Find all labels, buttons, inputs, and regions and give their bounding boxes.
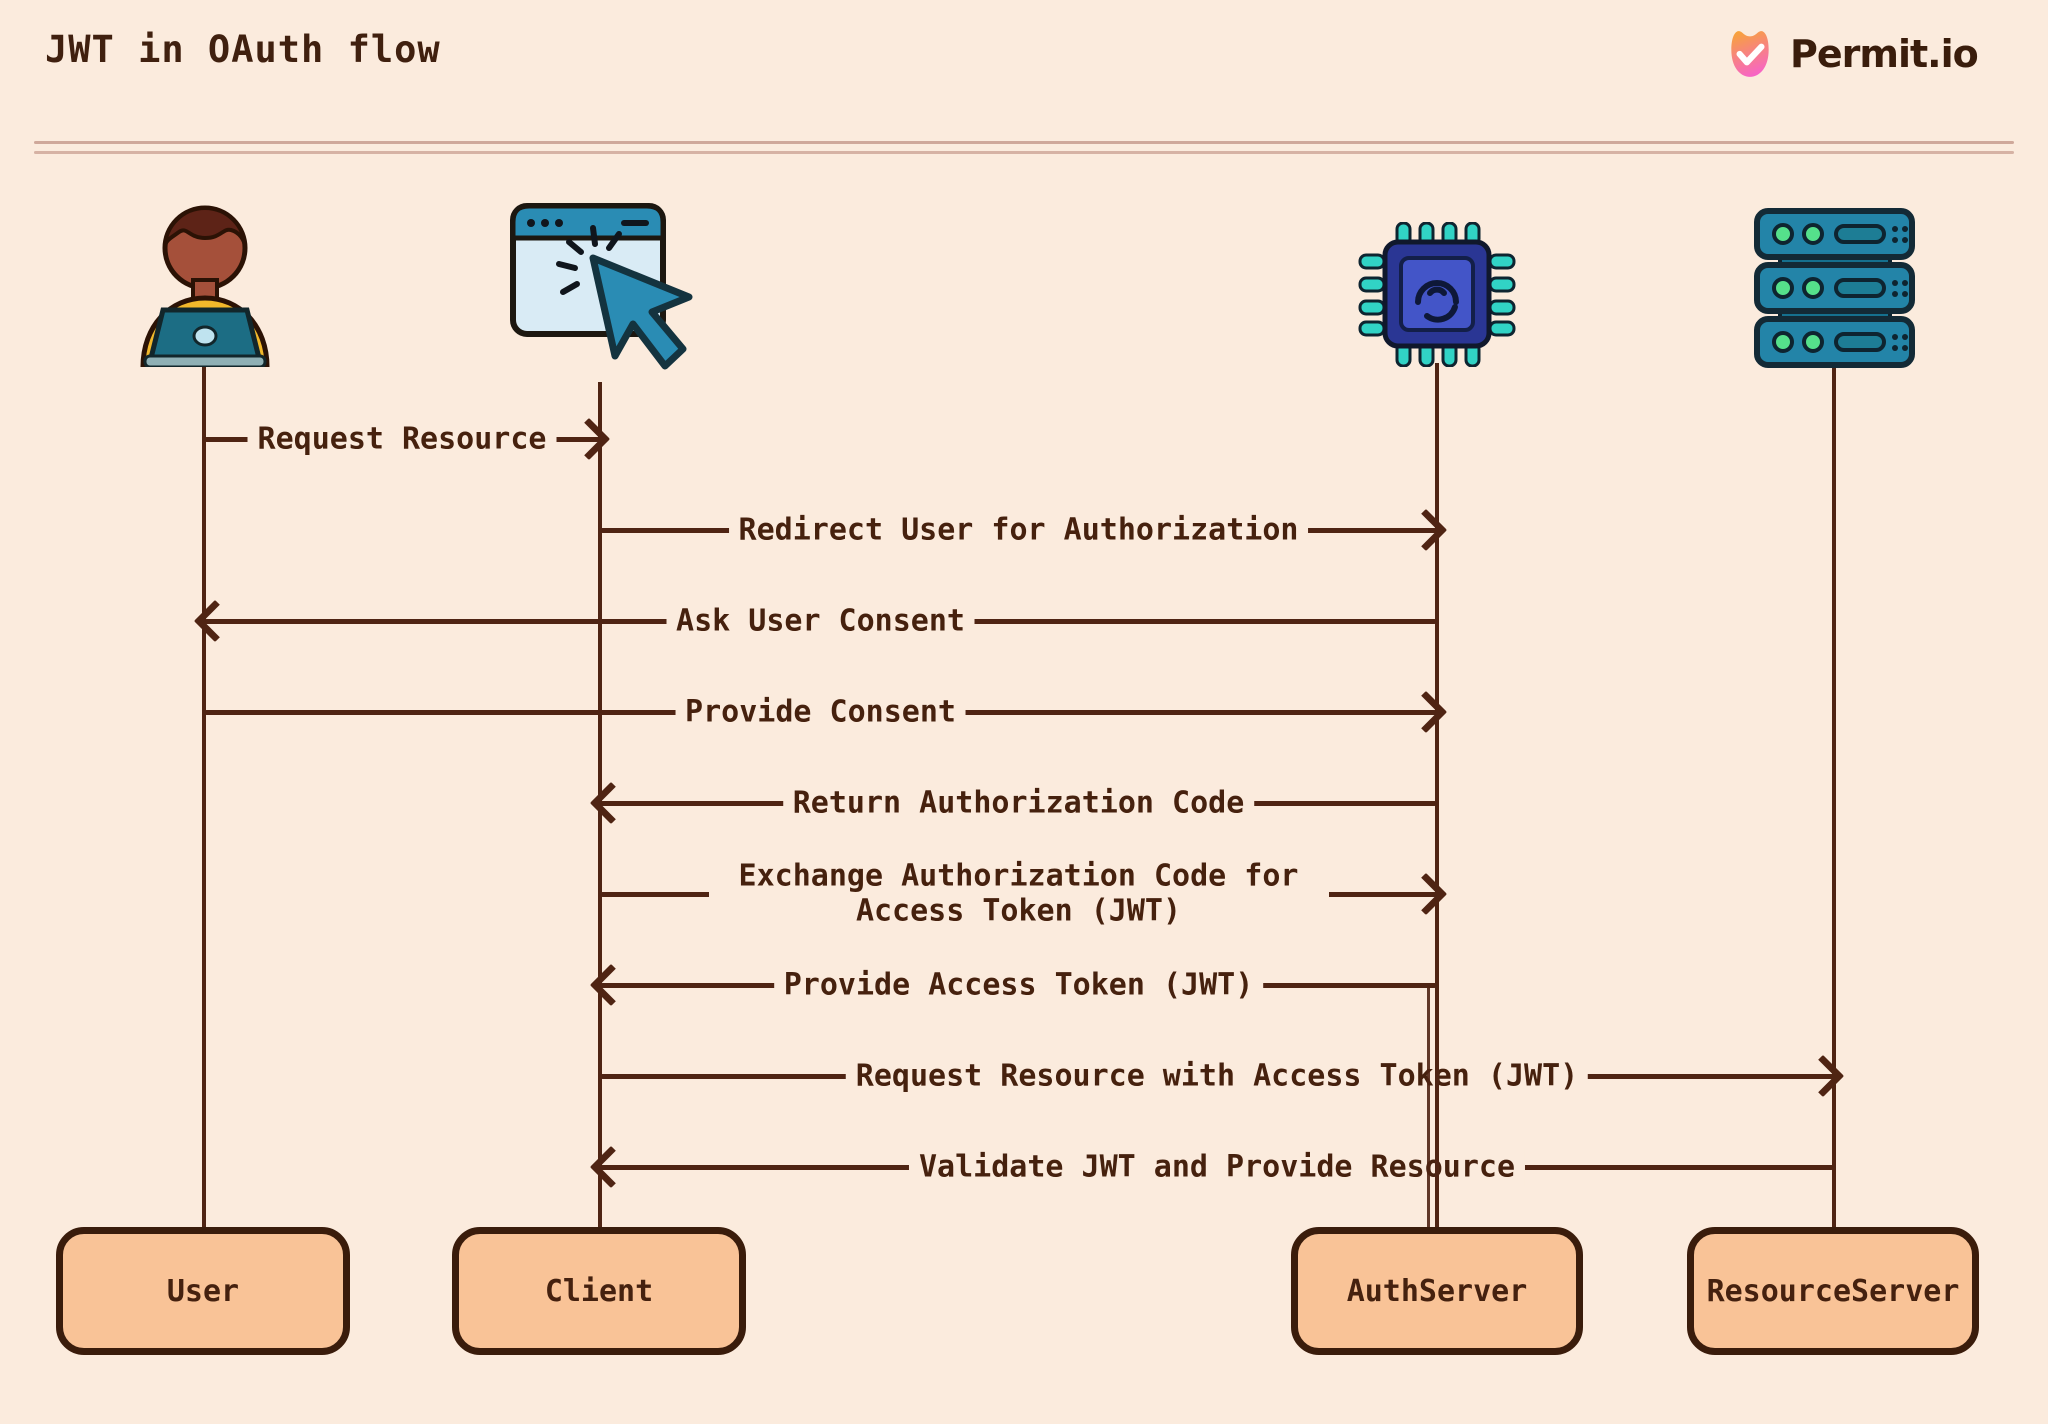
lifeline-client bbox=[598, 382, 602, 1227]
lifeline-resourceserver bbox=[1832, 366, 1836, 1227]
lifeline-authserver bbox=[1435, 363, 1439, 1227]
header-divider-line bbox=[34, 141, 2014, 144]
arrowhead-left-icon bbox=[193, 599, 237, 643]
message-label: Validate JWT and Provide Resource bbox=[908, 1147, 1526, 1187]
lifeline-user bbox=[202, 363, 206, 1227]
message-label: Provide Consent bbox=[675, 692, 966, 732]
permit-fox-check-badge-icon bbox=[1731, 31, 1769, 77]
actor-label: Client bbox=[544, 1273, 654, 1309]
actor-label: ResourceServer bbox=[1706, 1273, 1960, 1309]
brand-wordmark: Permit.io bbox=[1790, 32, 1979, 76]
arrowhead-right-icon bbox=[1404, 508, 1448, 552]
lifeline-authserver-double-stroke bbox=[1427, 985, 1430, 1227]
message-label: Request Resource bbox=[247, 419, 557, 459]
arrowhead-left-icon bbox=[589, 781, 633, 825]
message-label: Provide Access Token (JWT) bbox=[773, 965, 1264, 1005]
actor-box-resourceserver: ResourceServer bbox=[1687, 1227, 1979, 1355]
brand-logo: Permit.io bbox=[1722, 26, 1979, 82]
actor-box-authserver: AuthServer bbox=[1291, 1227, 1583, 1355]
arrowhead-left-icon bbox=[589, 1145, 633, 1189]
arrowhead-left-icon bbox=[589, 963, 633, 1007]
arrowhead-right-icon bbox=[1404, 690, 1448, 734]
arrowhead-right-icon bbox=[1801, 1054, 1845, 1098]
actor-box-client: Client bbox=[452, 1227, 746, 1355]
actor-box-user: User bbox=[56, 1227, 350, 1355]
message-label: Redirect User for Authorization bbox=[728, 510, 1309, 550]
message-label: Exchange Authorization Code for Access T… bbox=[708, 857, 1329, 931]
message-label: Request Resource with Access Token (JWT) bbox=[845, 1056, 1589, 1096]
header-divider-line bbox=[34, 151, 2014, 154]
page-title: JWT in OAuth flow bbox=[45, 28, 441, 71]
actor-label: User bbox=[166, 1273, 240, 1309]
browser-cursor-icon bbox=[510, 203, 693, 370]
actor-label: AuthServer bbox=[1346, 1273, 1528, 1309]
arrowhead-right-icon bbox=[567, 417, 611, 461]
chip-fingerprint-icon bbox=[1358, 222, 1516, 367]
person-at-laptop-icon bbox=[140, 205, 270, 367]
arrowhead-right-icon bbox=[1404, 872, 1448, 916]
message-label: Ask User Consent bbox=[666, 601, 975, 641]
message-label: Return Authorization Code bbox=[782, 783, 1255, 823]
server-stack-icon bbox=[1754, 208, 1915, 368]
